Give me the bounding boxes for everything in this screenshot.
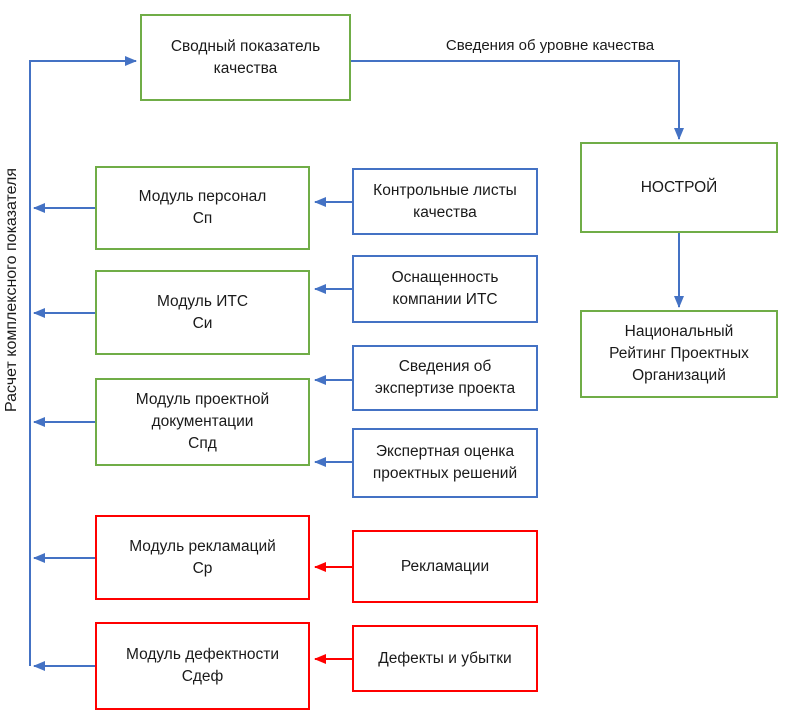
source-label: Контрольные листы качества [373,181,517,221]
module-title: Модуль ИТС [156,292,249,310]
module-symbol: Си [192,314,213,332]
edge-label: Сведения об уровне качества [445,37,655,54]
source-label: Сведения об экспертизе проекта [374,358,516,397]
source-box-expert-evaluation: Экспертная оценка проектных решений [352,428,538,498]
source-label: Оснащенность компании ИТС [391,269,499,308]
source-box-defects-losses: Дефекты и убытки [352,625,538,692]
module-title: Модуль дефектности [125,646,280,663]
rating-organizations-box: Национальный Рейтинг Проектных Организац… [580,310,778,398]
nostroy-box: НОСТРОЙ [580,142,778,233]
module-title: Модуль персонал [138,188,267,205]
source-label: Дефекты и убытки [378,649,512,667]
source-label: Рекламации [400,557,490,575]
module-box-claims: Модуль рекламаций Ср [95,515,310,600]
summary-indicator-box: Сводный показатель качества [140,14,351,101]
source-box-claims: Рекламации [352,530,538,603]
module-box-personnel: Модуль персонал Сп [95,166,310,250]
rating-organizations-label: Национальный Рейтинг Проектных Организац… [609,323,749,384]
summary-indicator-label: Сводный показатель качества [170,37,321,77]
module-box-project-documentation: Модуль проектной документации Спд [95,378,310,466]
module-symbol: Спд [188,435,217,452]
module-box-its: Модуль ИТС Си [95,270,310,355]
arrow-summary-to-nostroy [351,60,684,140]
left-axis-label: Расчет комплексного показателя [3,167,20,413]
module-symbol: Сп [192,210,213,227]
spine-arrow [29,56,137,666]
module-title: Модуль проектной документации [135,391,270,430]
module-title: Модуль рекламаций [129,537,276,555]
source-box-project-expertise: Сведения об экспертизе проекта [352,345,538,411]
source-box-its-equipment: Оснащенность компании ИТС [352,255,538,323]
module-box-defects: Модуль дефектности Сдеф [95,622,310,710]
source-label: Экспертная оценка проектных решений [372,443,518,482]
module-symbol: Ср [192,559,213,577]
source-box-control-sheets: Контрольные листы качества [352,168,538,235]
nostroy-label: НОСТРОЙ [640,178,718,196]
module-symbol: Сдеф [181,668,224,685]
